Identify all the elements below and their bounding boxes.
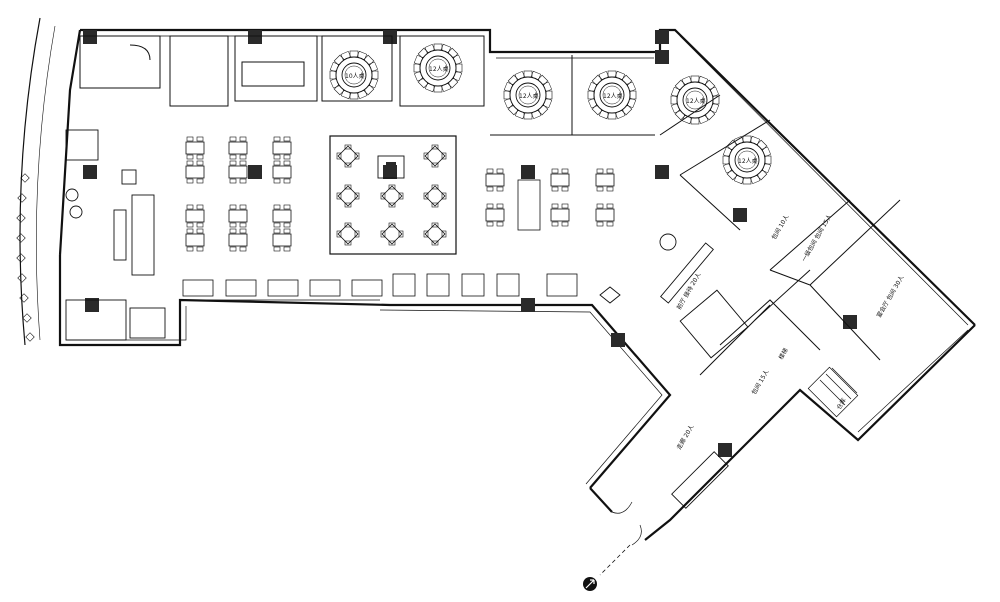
central-counter-column [386, 162, 396, 174]
door-swings [611, 324, 976, 546]
curved-facade-inner [36, 25, 56, 341]
central-diamond-tables [336, 144, 447, 246]
booth-row [180, 273, 578, 301]
stair-block [807, 366, 859, 418]
store-label: 仓库 [835, 397, 848, 411]
right-wing-rooms [699, 199, 901, 376]
back-of-house-rooms [79, 35, 485, 107]
corridor-label: 走廊 20人 [675, 423, 696, 451]
vip-room-1-label: 10人桌 [345, 72, 365, 80]
entrance-axis [599, 544, 631, 576]
dining-table-grid-right [485, 168, 615, 227]
vip-room-5-label: 12人桌 [686, 97, 706, 105]
vip-round-tables [329, 43, 772, 185]
dining-table-grid-left [185, 136, 292, 252]
reception-area [65, 129, 166, 341]
entrance-arrow-icon [585, 579, 595, 589]
lobby-corridor [599, 233, 749, 509]
vip-room-partitions [490, 55, 771, 231]
service-station [517, 179, 541, 231]
central-counter [377, 155, 405, 179]
facade-planters [16, 173, 35, 342]
room-right-large-label: 宴会厅 包间 30人 [875, 274, 906, 319]
vip-room-4-label: 12人桌 [603, 92, 623, 100]
vip-room-2-label: 12人桌 [429, 65, 449, 73]
central-dining-zone [329, 135, 457, 255]
vip-room-6-label: 12人桌 [738, 157, 758, 165]
room-upper-right-b-label: 一级包间 包间 15人 [800, 213, 834, 263]
room-upper-right-a-label: 包间 10人 [770, 213, 791, 241]
curved-facade [19, 17, 41, 346]
lower-room-label: 包间 15人 [750, 368, 771, 396]
vip-room-3-label: 12人桌 [519, 92, 539, 100]
stair-label: 楼梯 [777, 347, 790, 361]
